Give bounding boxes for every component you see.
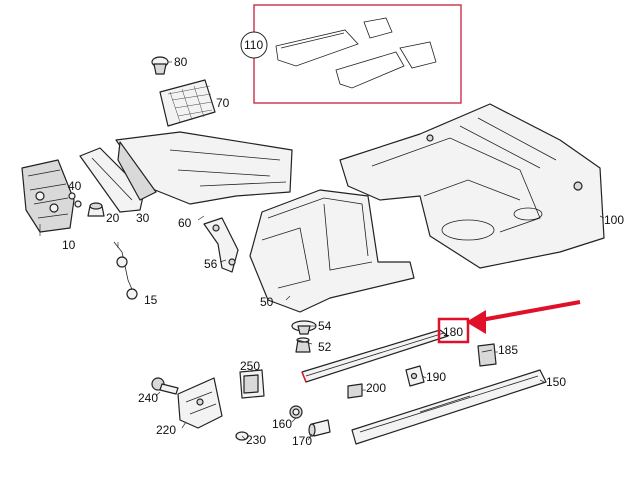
label-170: 170 <box>292 434 312 448</box>
part-180-sill-strip <box>301 329 449 383</box>
part-40-screws <box>68 192 82 208</box>
part-10-tail-light <box>21 159 75 233</box>
label-220: 220 <box>156 423 176 437</box>
label-50: 50 <box>260 295 274 309</box>
part-100-floor-pan <box>339 103 605 269</box>
label-56: 56 <box>204 257 218 271</box>
label-200: 200 <box>366 381 386 395</box>
label-110: 110 <box>244 38 263 52</box>
part-160-bushing <box>289 405 303 419</box>
label-185: 185 <box>498 343 518 357</box>
part-60-trunk-lining <box>115 131 293 205</box>
part-54-fastener <box>291 320 317 335</box>
part-240-screw <box>151 377 179 395</box>
label-80: 80 <box>174 55 188 69</box>
part-185-clip <box>477 343 497 367</box>
label-180: 180 <box>443 325 463 339</box>
part-80-clip <box>151 56 172 75</box>
label-70: 70 <box>216 96 230 110</box>
part-150-sill-trim <box>351 369 547 445</box>
part-50-trunk-tub <box>249 189 415 313</box>
label-10: 10 <box>62 238 76 252</box>
part-52-fastener <box>295 337 311 353</box>
label-40: 40 <box>68 179 82 193</box>
callout-labels: 110 80 70 40 20 30 10 60 56 15 50 100 54… <box>62 38 624 448</box>
part-30-lining <box>79 147 145 213</box>
part-250-connector <box>239 369 265 399</box>
label-240: 240 <box>138 391 158 405</box>
label-15: 15 <box>144 293 158 307</box>
label-52: 52 <box>318 340 332 354</box>
part-15-cable <box>113 241 138 300</box>
leader-lines <box>39 215 605 441</box>
label-150: 150 <box>546 375 566 389</box>
part-170-plug <box>308 419 331 437</box>
label-20: 20 <box>106 211 120 225</box>
part-20-nut <box>87 202 105 217</box>
label-250: 250 <box>240 359 260 373</box>
label-190: 190 <box>426 370 446 384</box>
label-54: 54 <box>318 319 332 333</box>
label-160: 160 <box>272 417 292 431</box>
part-200-clip <box>347 383 363 399</box>
part-220-bracket <box>177 377 223 429</box>
label-60: 60 <box>178 216 192 230</box>
label-230: 230 <box>246 433 266 447</box>
part-70-net <box>159 79 216 127</box>
floor-mats-inset <box>240 4 462 104</box>
part-190-clip <box>405 365 425 387</box>
part-56-bracket <box>203 217 239 273</box>
label-30: 30 <box>136 211 150 225</box>
highlight-180 <box>437 300 581 344</box>
label-100: 100 <box>604 213 624 227</box>
